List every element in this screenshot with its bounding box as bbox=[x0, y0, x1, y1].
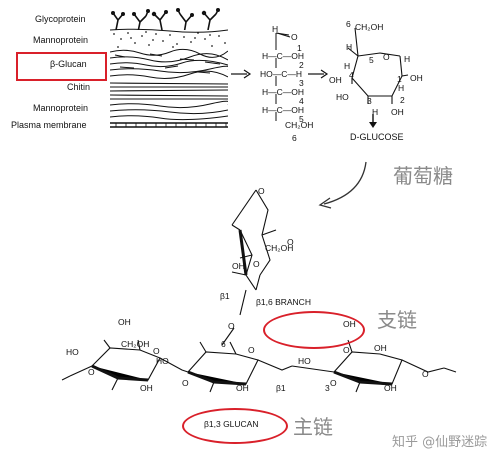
ring-glucose-atom-label: 1 bbox=[397, 74, 402, 84]
linear-glucose-atom-label: 2 bbox=[299, 60, 304, 70]
layer-label-glycoprotein: Glycoprotein bbox=[35, 14, 86, 24]
polymer-atom-label: O bbox=[422, 369, 429, 379]
polymer-atom-label: HO bbox=[156, 356, 169, 366]
linear-glucose-atom-label: HO—C—H bbox=[260, 69, 303, 79]
main-chain-highlight-ellipse bbox=[182, 408, 288, 444]
layer-label-chitin: Chitin bbox=[67, 82, 91, 92]
polymer-atom-label: O bbox=[153, 346, 160, 356]
main-chain-chinese-label: 主链 bbox=[293, 415, 333, 439]
ring-glucose-atom-label: OH bbox=[410, 73, 423, 83]
glucose-chinese-label: 葡萄糖 bbox=[393, 164, 453, 188]
branch-highlight-ellipse bbox=[263, 311, 365, 349]
ring-glucose-atom-label: O bbox=[383, 52, 390, 62]
polymer-atom-label: O bbox=[248, 345, 255, 355]
glucan-polymer-structure bbox=[61, 189, 457, 393]
polymer-atom-label: β1 bbox=[220, 291, 230, 301]
polymer-atom-label: O bbox=[258, 186, 265, 196]
cell-wall-illustration bbox=[110, 8, 228, 128]
layer-label-plasma-membrane: Plasma membrane bbox=[11, 120, 87, 130]
polymer-atom-label: O bbox=[343, 345, 350, 355]
polymer-atom-label: OH bbox=[236, 383, 249, 393]
ring-glucose-atom-label: 6 bbox=[346, 19, 351, 29]
layer-label-beta-glucan: β-Glucan bbox=[50, 59, 87, 69]
polymer-atom-label: β1 bbox=[276, 383, 286, 393]
ring-glucose-atom-label: HO bbox=[336, 92, 349, 102]
polymer-atom-label: O bbox=[228, 321, 235, 331]
polymer-atom-label: O bbox=[88, 367, 95, 377]
ring-glucose-atom-label: H bbox=[404, 54, 411, 64]
linear-glucose-atom-label: O bbox=[291, 32, 298, 42]
ring-glucose-atom-label: CH₂OH bbox=[355, 22, 384, 32]
linear-glucose-atom-label: 3 bbox=[299, 78, 304, 88]
polymer-atom-label: OH bbox=[374, 343, 387, 353]
ring-glucose-atom-label: 2 bbox=[400, 95, 405, 105]
arrow-right-icon bbox=[231, 69, 252, 79]
layer-label-mannoprotein-outer: Mannoprotein bbox=[33, 35, 89, 45]
layer-label-mannoprotein-inner: Mannoprotein bbox=[33, 103, 89, 113]
d-glucose-caption: D-GLUCOSE bbox=[350, 132, 404, 142]
branch-chinese-label: 支链 bbox=[377, 308, 417, 332]
ring-glucose-bonds bbox=[347, 27, 409, 104]
polymer-atom-label: O bbox=[287, 237, 294, 247]
ring-glucose-atom-label: OH bbox=[391, 107, 404, 117]
polymer-atom-label: 3 bbox=[325, 383, 330, 393]
ring-glucose-atom-label: 5 bbox=[369, 55, 374, 65]
polymer-atom-label: O bbox=[330, 378, 337, 388]
linear-glucose-atom-label: H—C—OH bbox=[262, 51, 305, 61]
ring-glucose-atom-label: 4 bbox=[349, 70, 354, 80]
linear-glucose-atom-label: 4 bbox=[299, 96, 304, 106]
ring-glucose-atom-label: H bbox=[344, 61, 351, 71]
polymer-atom-label: O bbox=[182, 378, 189, 388]
arrow-right-icon bbox=[308, 69, 329, 79]
linear-glucose-atom-label: H bbox=[272, 24, 279, 34]
linear-glucose-atom-label: CH₂OH bbox=[285, 120, 314, 130]
ring-glucose-atom-label: H bbox=[398, 83, 405, 93]
ring-glucose-atom-label: H bbox=[372, 107, 379, 117]
polymer-atom-label: CH₂OH bbox=[121, 339, 150, 349]
linear-glucose-atom-label: 1 bbox=[297, 43, 302, 53]
ring-glucose-atom-label: H bbox=[346, 42, 353, 52]
beta-1-6-branch-label: β1,6 BRANCH bbox=[256, 297, 311, 307]
ring-glucose-atom-label: OH bbox=[329, 75, 342, 85]
polymer-atom-label: O bbox=[253, 259, 260, 269]
linear-glucose-atom-label: 6 bbox=[292, 133, 297, 143]
watermark-text: 知乎 @仙野迷踪 bbox=[392, 435, 488, 450]
polymer-atom-label: OH bbox=[118, 317, 131, 327]
polymer-atom-label: OH bbox=[384, 383, 397, 393]
ring-glucose-atom-label: 3 bbox=[367, 96, 372, 106]
polymer-atom-label: OH bbox=[232, 261, 245, 271]
linear-glucose-atom-label: 5 bbox=[299, 114, 304, 124]
linear-glucose-bonds bbox=[275, 32, 291, 121]
linear-glucose-atom-label: H—C—OH bbox=[262, 105, 305, 115]
linear-glucose-atom-label: H—C—OH bbox=[262, 87, 305, 97]
beta-glucan-highlight-box bbox=[16, 52, 107, 81]
polymer-atom-label: HO bbox=[66, 347, 79, 357]
polymer-atom-label: CH₂OH bbox=[265, 243, 294, 253]
arrow-down-icon bbox=[369, 114, 377, 128]
curved-arrow-icon bbox=[318, 161, 367, 209]
polymer-atom-label: 6 bbox=[221, 339, 226, 349]
polymer-atom-label: HO bbox=[298, 356, 311, 366]
polymer-atom-label: OH bbox=[140, 383, 153, 393]
